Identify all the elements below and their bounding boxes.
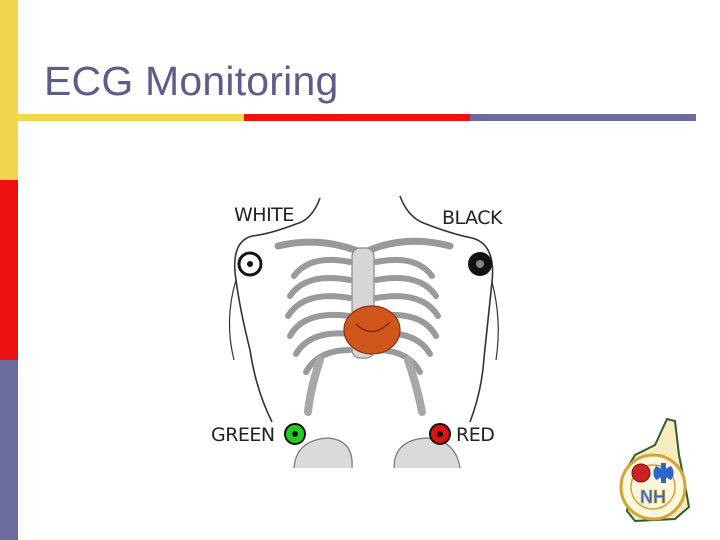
- electrode-red: [429, 423, 451, 445]
- lead-label-red: RED: [456, 424, 495, 446]
- side-bar-yellow: [0, 0, 18, 180]
- side-bar-blue: [0, 360, 18, 540]
- title-rule-blue: [470, 114, 696, 121]
- lead-label-white: WHITE: [234, 204, 294, 226]
- electrode-green: [284, 423, 306, 445]
- clavicle-left: [274, 238, 364, 256]
- heart: [343, 305, 401, 355]
- electrode-white: [237, 251, 263, 277]
- lead-label-green: GREEN: [211, 424, 275, 446]
- electrode-black: [468, 252, 492, 276]
- logo-center-text: NH: [640, 487, 666, 507]
- star-of-life-icon: [653, 463, 674, 483]
- title-rule-yellow: [18, 114, 244, 121]
- lead-label-black: BLACK: [442, 207, 502, 229]
- title-rule-red: [244, 114, 470, 121]
- side-bar-red: [0, 180, 18, 360]
- nh-ems-logo: NH: [619, 417, 691, 523]
- ecg-lead-placement-illustration: [228, 195, 499, 469]
- torso-outline-right: [399, 195, 494, 423]
- torso-outline: [233, 197, 321, 423]
- slide-title: ECG Monitoring: [44, 58, 339, 104]
- hip-right: [393, 437, 461, 469]
- clavicle-right: [361, 237, 454, 256]
- hip-left: [293, 437, 353, 469]
- ribs-left: [285, 256, 353, 375]
